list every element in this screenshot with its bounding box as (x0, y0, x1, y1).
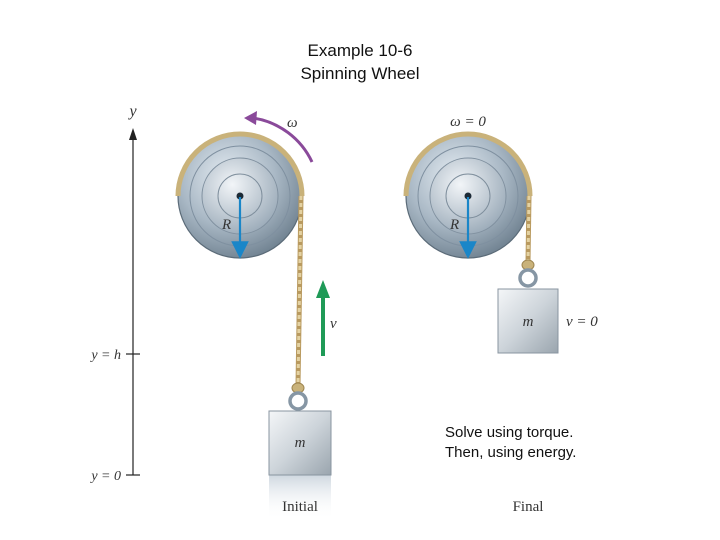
initial-caption: Initial (282, 499, 318, 515)
initial-rope (295, 195, 304, 386)
rope-wrap (175, 131, 305, 197)
final-caption: Final (513, 499, 544, 515)
initial-radius-label: R (221, 217, 231, 233)
label-y-equals-0: y = 0 (89, 469, 121, 484)
label-y-equals-h: y = h (89, 348, 121, 363)
title-line-1: Example 10-6 (307, 41, 413, 60)
final-mass-label: m (523, 314, 534, 330)
initial-velocity-label: v (330, 316, 337, 332)
velocity-arrowhead-icon (316, 280, 330, 298)
omega-arrow (252, 116, 314, 163)
axle-icon (236, 192, 244, 200)
final-wheel (403, 131, 533, 259)
instruction-note: Solve using torque. Then, using energy. (445, 423, 576, 463)
axis-label-y: y (127, 103, 137, 120)
final-mass-block (497, 288, 559, 354)
final-omega-label: ω = 0 (450, 114, 486, 130)
final-radius-label: R (449, 217, 459, 233)
initial-mass-block (268, 410, 332, 476)
y-axis (126, 128, 140, 476)
final-rope (525, 195, 532, 263)
initial-wheel (175, 131, 305, 259)
initial-motion-shadow (269, 475, 331, 520)
instruction-line-2: Then, using energy. (445, 444, 577, 461)
instruction-line-1: Solve using torque. (445, 424, 574, 441)
final-hook (518, 259, 538, 288)
y-axis-arrowhead-icon (129, 128, 137, 140)
initial-omega-label: ω (287, 115, 298, 131)
omega-arrowhead-icon (244, 111, 257, 125)
initial-hook (288, 382, 308, 411)
title-line-2: Spinning Wheel (300, 64, 420, 83)
final-axle-icon (464, 192, 472, 200)
initial-mass-label: m (295, 435, 306, 451)
final-rope-wrap (403, 131, 533, 197)
final-velocity-label: v = 0 (566, 314, 598, 330)
